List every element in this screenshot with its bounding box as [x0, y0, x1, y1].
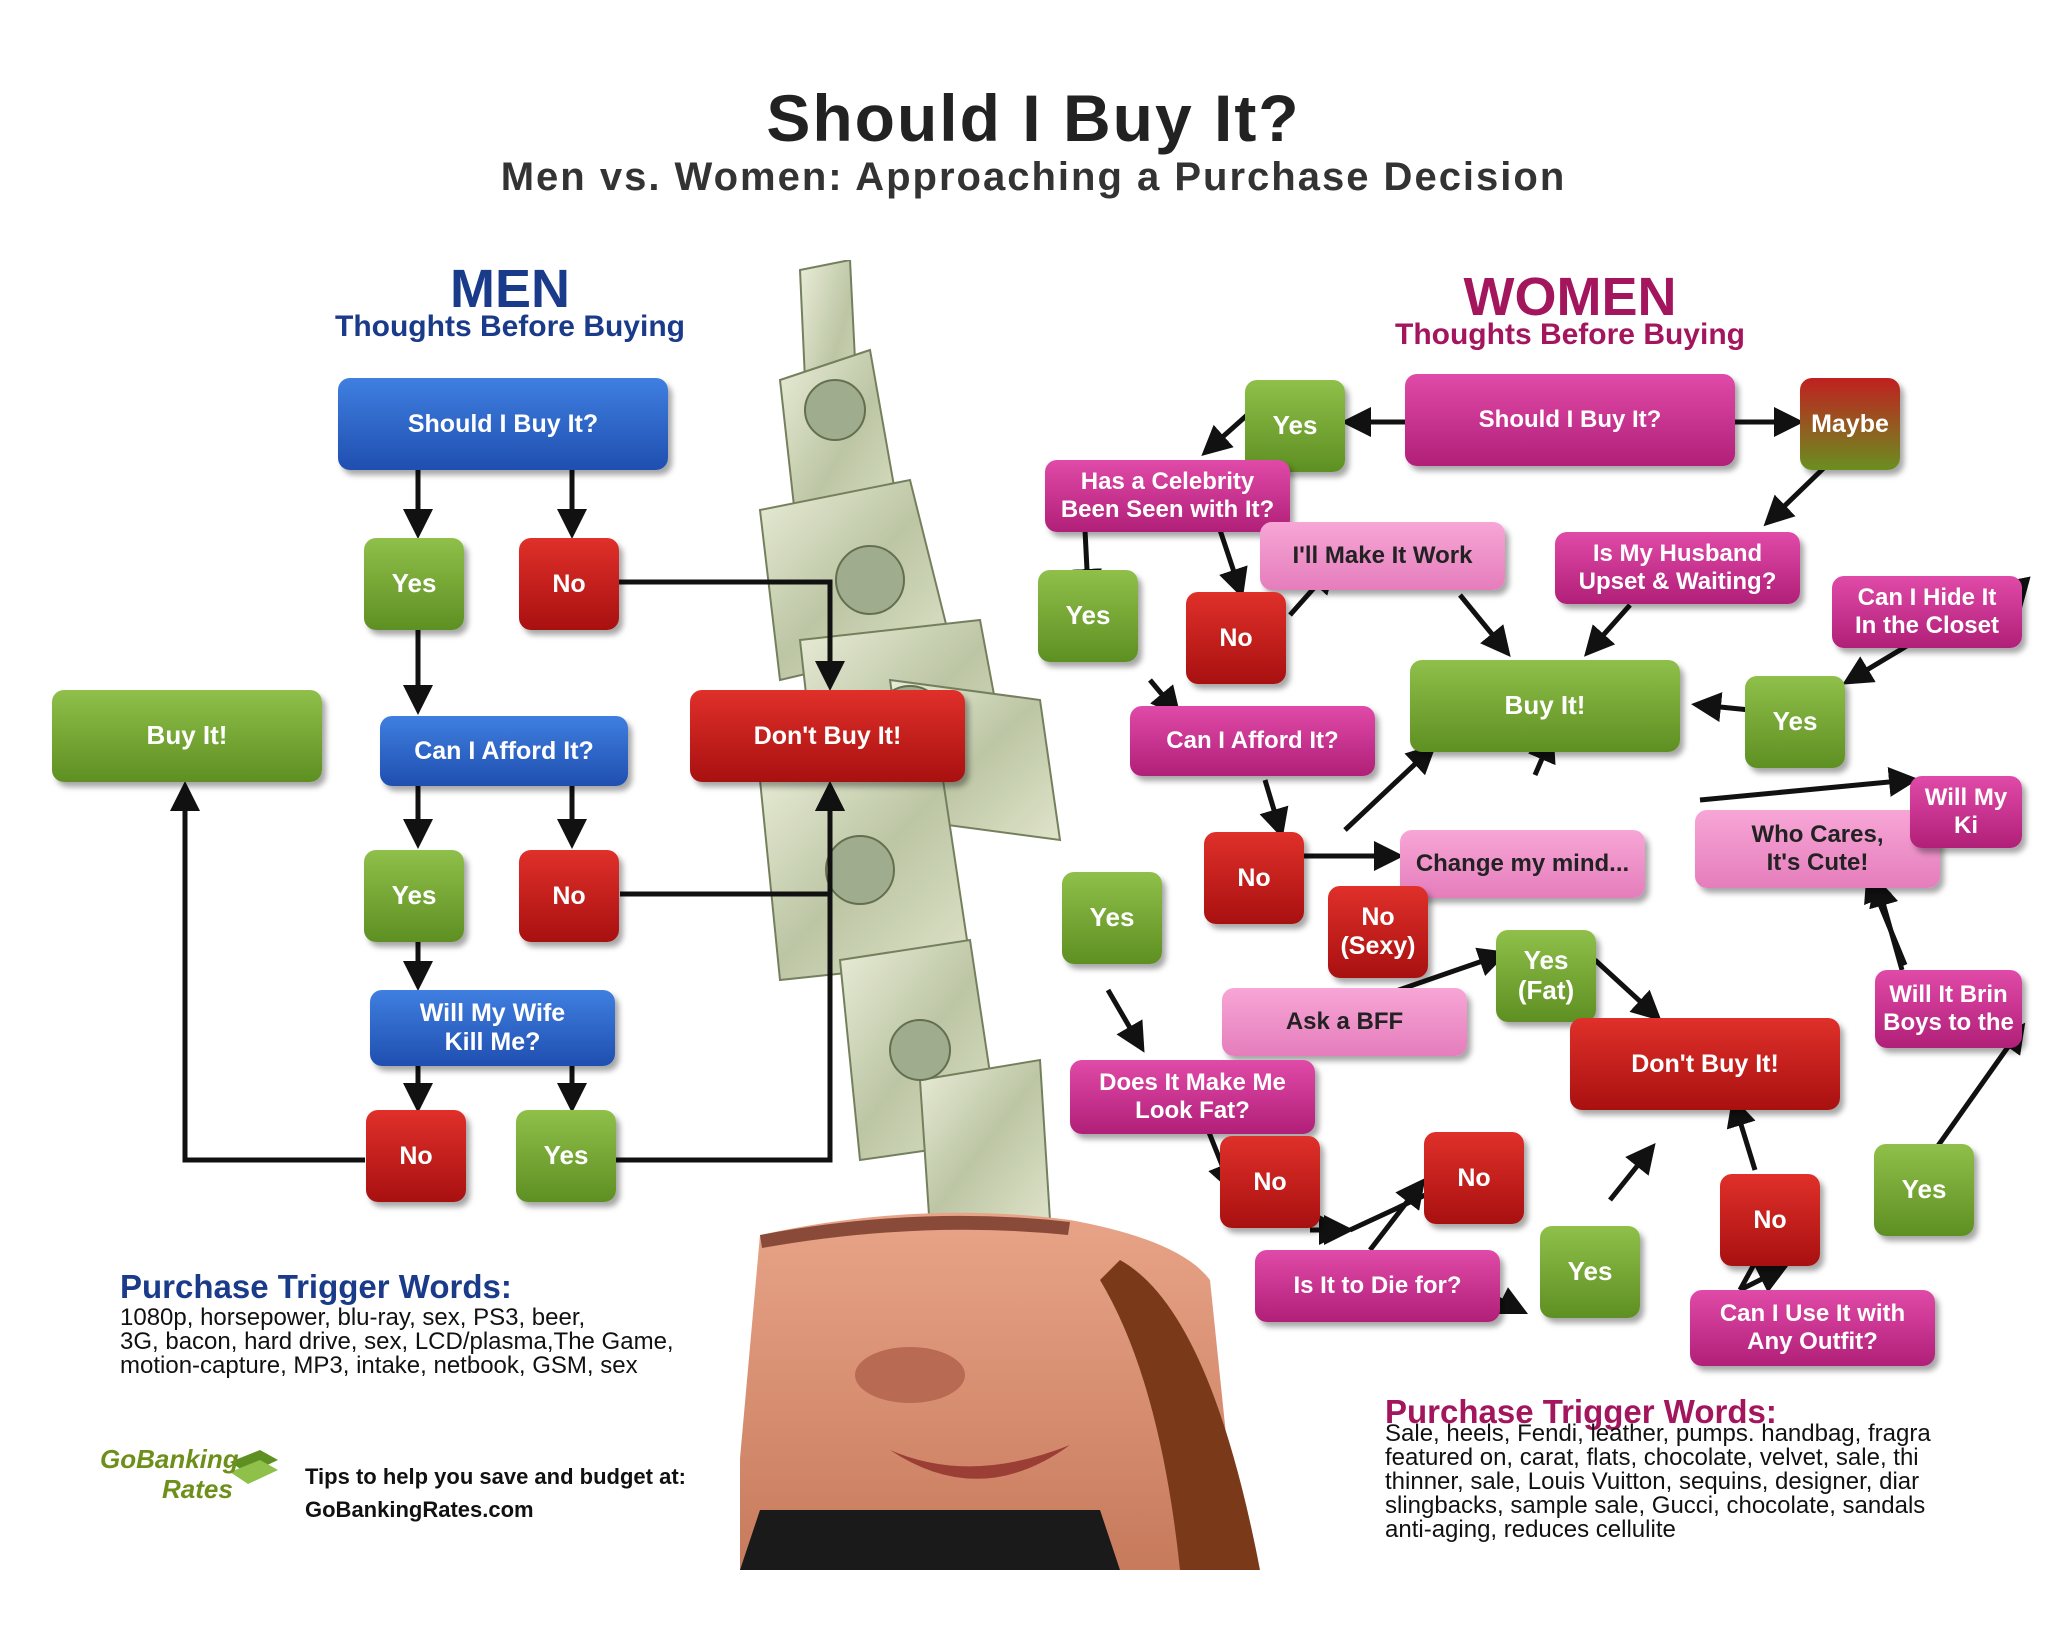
women-change-mind-node: Change my mind...	[1400, 830, 1645, 898]
women-who-cares-node: Who Cares, It's Cute!	[1695, 810, 1940, 888]
women-will-kill-node: Will My Ki	[1910, 776, 2022, 848]
gobankingrates-logo: GoBanking Rates	[100, 1442, 280, 1518]
page-title: Should I Buy It?	[766, 81, 1301, 155]
tips-link[interactable]: GoBankingRates.com	[305, 1497, 534, 1522]
men-no-node-2: No	[519, 850, 619, 942]
women-trigger-line: anti-aging, reduces cellulite	[1385, 1516, 1676, 1542]
women-yes-top-node: Yes	[1245, 380, 1345, 472]
men-trigger-heading: Purchase Trigger Words:	[120, 1268, 512, 1305]
men-no-node-3: No	[366, 1110, 466, 1202]
logo-stack-icon	[230, 1450, 278, 1484]
women-any-outfit-node: Can I Use It with Any Outfit?	[1690, 1290, 1935, 1366]
men-trigger-line: 3G, bacon, hard drive, sex, LCD/plasma,T…	[120, 1328, 674, 1355]
women-celebrity-node: Has a Celebrity Been Seen with It?	[1045, 460, 1290, 532]
men-trigger-words: 1080p, horsepower, blu-ray, sex, PS3, be…	[120, 1306, 800, 1378]
women-husband-node: Is My Husband Upset & Waiting?	[1555, 532, 1800, 604]
women-yes-celebrity-node: Yes	[1038, 570, 1138, 662]
women-yes-fat-node: Yes (Fat)	[1496, 930, 1596, 1022]
women-no-celebrity-node: No	[1186, 592, 1286, 684]
men-trigger-line: motion-capture, MP3, intake, netbook, GS…	[120, 1352, 638, 1379]
women-trigger-heading: Purchase Trigger Words:	[1385, 1393, 1777, 1430]
women-no-afford-node: No	[1204, 832, 1304, 924]
women-dont-buy-node: Don't Buy It!	[1570, 1018, 1840, 1110]
page-subtitle: Men vs. Women: Approaching a Purchase De…	[500, 155, 1567, 199]
men-yes-node-2: Yes	[364, 850, 464, 942]
women-subtitle: Thoughts Before Buying	[1395, 318, 1745, 351]
tips-line: Tips to help you save and budget at:	[305, 1464, 686, 1489]
women-trigger-line: slingbacks, sample sale, Gucci, chocolat…	[1385, 1492, 1926, 1519]
women-yes-die-node: Yes	[1540, 1226, 1640, 1318]
women-no-fat-node: No	[1220, 1136, 1320, 1228]
face	[740, 1212, 1260, 1570]
women-trigger-words: Sale, heels, Fendi, leather, pumps. hand…	[1385, 1422, 2025, 1542]
women-yes-afford-node: Yes	[1062, 872, 1162, 964]
women-trigger-line: thinner, sale, Louis Vuitton, sequins, d…	[1385, 1468, 1920, 1495]
men-trigger-line: 1080p, horsepower, blu-ray, sex, PS3, be…	[120, 1304, 586, 1331]
men-wife-node: Will My Wife Kill Me?	[370, 990, 615, 1066]
women-no-die-node: No	[1424, 1132, 1524, 1224]
women-trigger-line: featured on, carat, flats, chocolate, ve…	[1385, 1444, 1919, 1471]
women-look-fat-node: Does It Make Me Look Fat?	[1070, 1060, 1315, 1134]
women-trigger-line: Sale, heels, Fendi, leather, pumps. hand…	[1385, 1422, 1931, 1447]
logo-text-line1: GoBanking	[100, 1444, 239, 1474]
women-yes-hide-node: Yes	[1745, 676, 1845, 768]
men-should-buy-node: Should I Buy It?	[338, 378, 668, 470]
men-no-node: No	[519, 538, 619, 630]
men-yes-node: Yes	[364, 538, 464, 630]
women-yes-boys-node: Yes	[1874, 1144, 1974, 1236]
logo-text-line2: Rates	[162, 1474, 233, 1504]
men-subtitle: Thoughts Before Buying	[335, 310, 685, 343]
women-no-outfit-node: No	[1720, 1174, 1820, 1266]
men-dont-buy-node: Don't Buy It!	[690, 690, 965, 782]
women-maybe-node: Maybe	[1800, 378, 1900, 470]
men-buy-it-node: Buy It!	[52, 690, 322, 782]
women-afford-node: Can I Afford It?	[1130, 706, 1375, 776]
tips-text: Tips to help you save and budget at: GoB…	[305, 1460, 686, 1526]
women-no-sexy-node: No (Sexy)	[1328, 886, 1428, 978]
women-ask-bff-node: Ask a BFF	[1222, 988, 1467, 1056]
men-afford-node: Can I Afford It?	[380, 716, 628, 786]
men-title: MEN	[450, 259, 570, 319]
women-make-it-work-node: I'll Make It Work	[1260, 522, 1505, 590]
women-hide-closet-node: Can I Hide It In the Closet	[1832, 576, 2022, 648]
women-title: WOMEN	[1463, 267, 1677, 327]
women-die-for-node: Is It to Die for?	[1255, 1250, 1500, 1322]
men-yes-node-3: Yes	[516, 1110, 616, 1202]
women-will-bring-boys-node: Will It Brin Boys to the	[1875, 970, 2022, 1048]
women-buy-it-node: Buy It!	[1410, 660, 1680, 752]
women-should-buy-node: Should I Buy It?	[1405, 374, 1735, 466]
